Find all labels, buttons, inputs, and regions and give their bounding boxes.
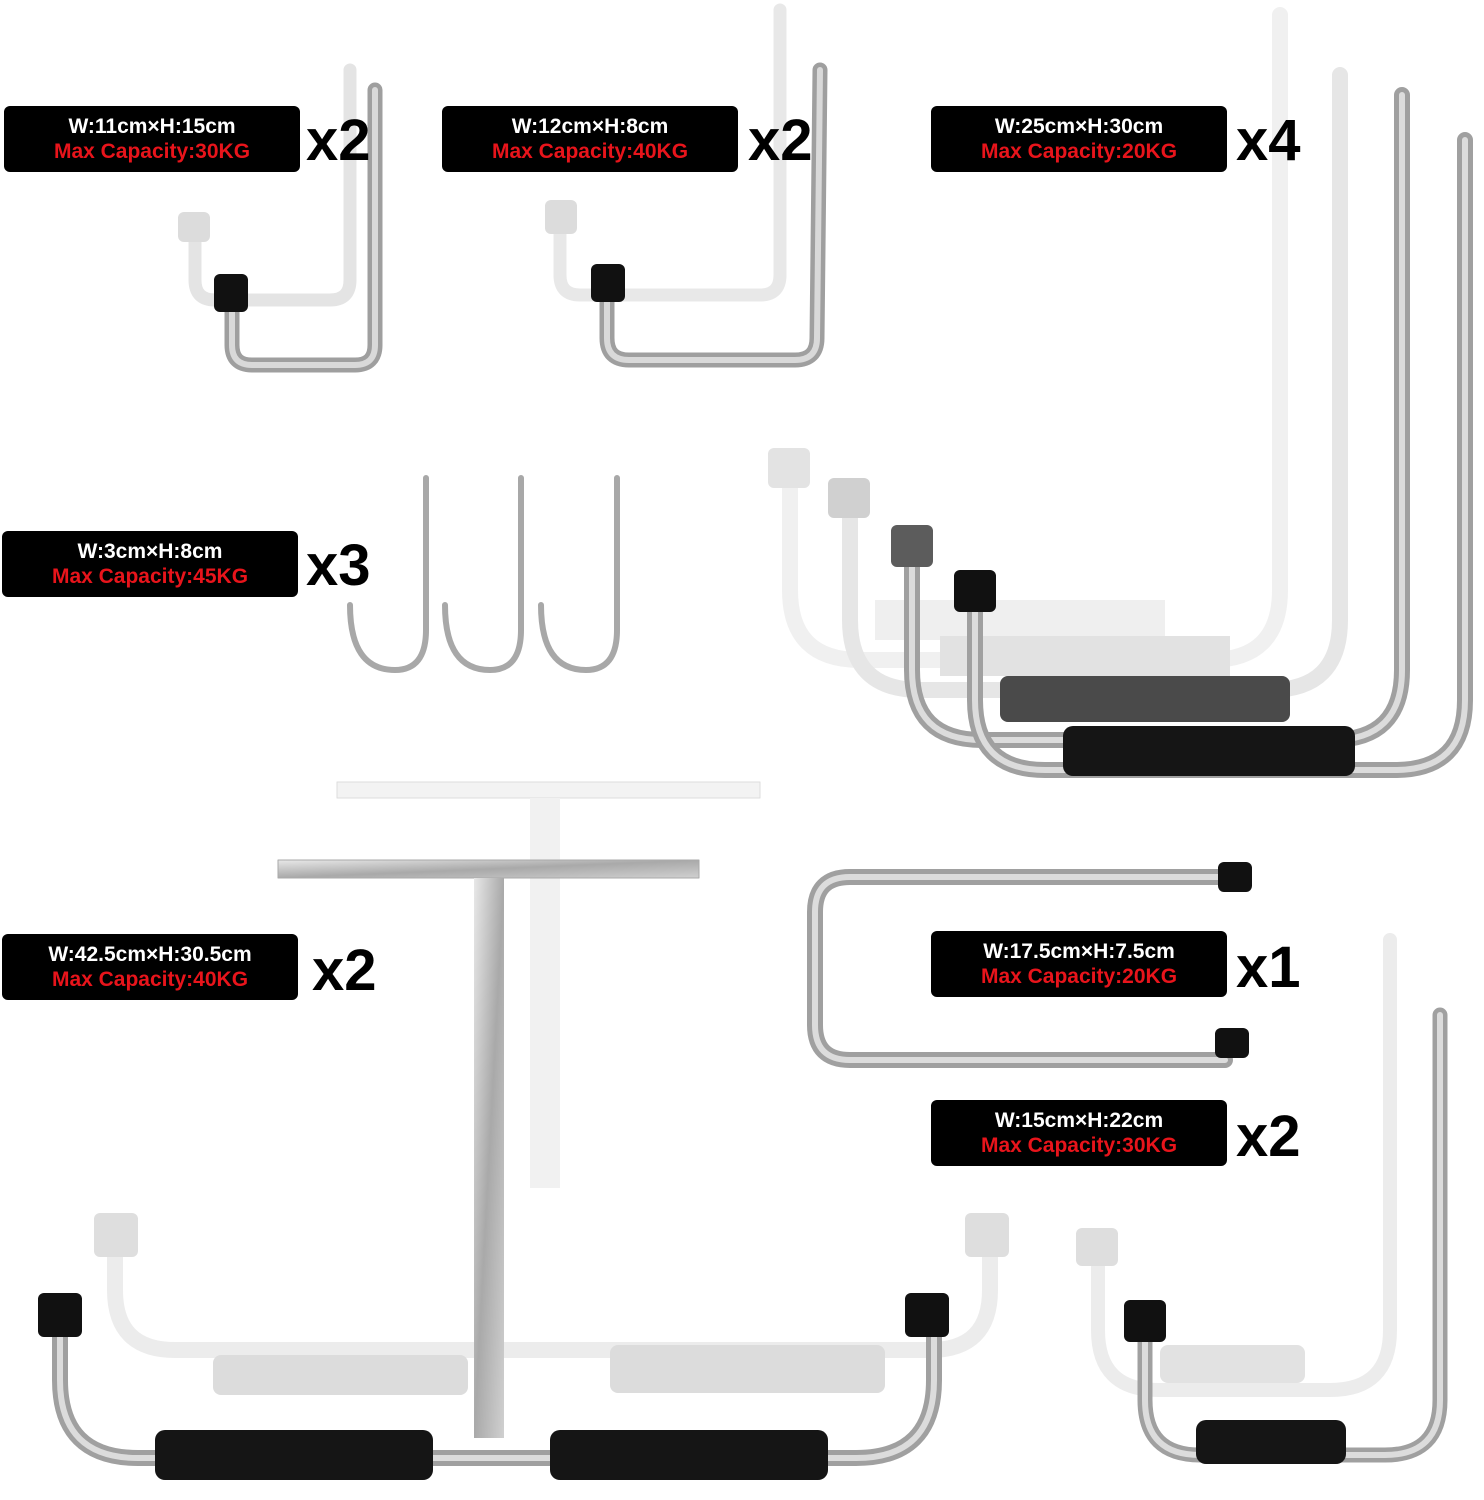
spec-label-j-hook: W:3cm×H:8cm Max Capacity:45KG <box>2 531 298 597</box>
quantity-badge: x4 <box>1236 108 1301 173</box>
u-hook-17x7 <box>807 862 1252 1068</box>
dimensions-text: W:25cm×H:30cm <box>994 115 1164 138</box>
ceiling-hook-42x30 <box>38 781 1009 1480</box>
capacity-text: Max Capacity:30KG <box>53 140 251 163</box>
quantity-badge: x2 <box>312 938 377 1003</box>
spec-label-hook-flat: W:12cm×H:8cm Max Capacity:40KG <box>442 106 738 172</box>
hook-medium-15x22 <box>1076 933 1448 1464</box>
quantity-badge: x2 <box>1236 1104 1301 1169</box>
spec-label-hook-small: W:11cm×H:15cm Max Capacity:30KG <box>4 106 300 172</box>
dimensions-text: W:15cm×H:22cm <box>994 1109 1164 1132</box>
j-hook-3x8-set <box>347 475 620 674</box>
quantity-badge: x1 <box>1236 935 1301 1000</box>
dimensions-text: W:42.5cm×H:30.5cm <box>48 943 252 966</box>
spec-label-hook-large: W:25cm×H:30cm Max Capacity:20KG <box>931 106 1227 172</box>
dimensions-text: W:17.5cm×H:7.5cm <box>983 940 1175 963</box>
capacity-text: Max Capacity:20KG <box>980 140 1178 163</box>
hook-large-25x30-set <box>768 7 1473 778</box>
spec-label-hook-medium: W:15cm×H:22cm Max Capacity:30KG <box>931 1100 1227 1166</box>
capacity-text: Max Capacity:45KG <box>51 565 249 588</box>
quantity-badge: x2 <box>748 108 813 173</box>
hook-flat-12x8 <box>545 3 828 368</box>
spec-label-u-hook: W:17.5cm×H:7.5cm Max Capacity:20KG <box>931 931 1227 997</box>
dimensions-text: W:3cm×H:8cm <box>77 540 223 563</box>
quantity-badge: x2 <box>306 108 371 173</box>
dimensions-text: W:12cm×H:8cm <box>511 115 669 138</box>
spec-label-ceiling-hook: W:42.5cm×H:30.5cm Max Capacity:40KG <box>2 934 298 1000</box>
quantity-badge: x3 <box>306 533 371 598</box>
capacity-text: Max Capacity:20KG <box>980 965 1178 988</box>
hook-small-11x15 <box>178 63 383 373</box>
capacity-text: Max Capacity:40KG <box>51 968 249 991</box>
dimensions-text: W:11cm×H:15cm <box>68 115 236 138</box>
capacity-text: Max Capacity:40KG <box>491 140 689 163</box>
capacity-text: Max Capacity:30KG <box>980 1134 1178 1157</box>
